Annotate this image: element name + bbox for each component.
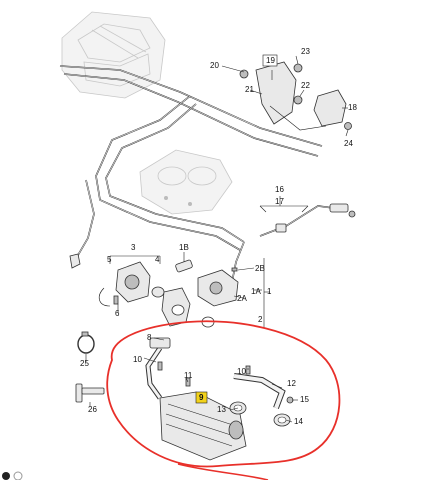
label-19-box: [262, 54, 278, 67]
label-8: 8: [147, 333, 152, 342]
label-2: 2: [258, 315, 263, 324]
label-10-right: 10: [237, 367, 246, 376]
label-11: 11: [184, 371, 193, 380]
label-2b: 2B: [255, 264, 265, 273]
label-10-left: 10: [133, 355, 142, 364]
label-23: 23: [301, 47, 310, 56]
label-21: 21: [245, 85, 254, 94]
intake-manifold: [139, 149, 233, 215]
egr-cooler-valve: [69, 253, 165, 307]
egr-actuator: [161, 259, 239, 328]
callout-labels: 20 19 23 21 22 18 24 16 17 3 5 4 1B 2B 1…: [80, 47, 357, 426]
label-18: 18: [348, 103, 357, 112]
heat-shield-strip: [75, 383, 105, 403]
markup-tail: [177, 463, 269, 480]
vacuum-connector-piece: [275, 203, 356, 233]
label-24: 24: [344, 139, 353, 148]
label-3: 3: [131, 243, 136, 252]
label-19: 19: [266, 56, 275, 65]
hose-clamp: [77, 331, 95, 354]
label-12: 12: [287, 379, 296, 388]
group-brackets: [109, 205, 309, 328]
label-17: 17: [275, 197, 284, 206]
label-16: 16: [275, 185, 284, 194]
label-15: 15: [300, 395, 309, 404]
label-25: 25: [80, 359, 89, 368]
label-1b: 1B: [179, 243, 189, 252]
egr-pipe: [145, 337, 191, 400]
label-9-highlight: [195, 391, 208, 404]
label-26: 26: [88, 405, 97, 414]
label-4: 4: [155, 255, 160, 264]
label-1: 1: [267, 287, 272, 296]
label-13: 13: [217, 405, 226, 414]
label-2a: 2A: [237, 294, 247, 303]
valve-bracket-assembly: [239, 61, 352, 131]
label-14: 14: [294, 417, 303, 426]
engine-block-outline: [61, 11, 166, 99]
markup-circle: [106, 320, 341, 468]
egr-cooler-body: [159, 391, 247, 461]
label-5: 5: [107, 255, 112, 264]
label-1a: 1A: [251, 287, 261, 296]
callout-leaders: [85, 55, 349, 423]
label-20: 20: [210, 61, 219, 70]
footer-glyphs: [2, 471, 23, 480]
label-6: 6: [115, 309, 120, 318]
label-9: 9: [199, 393, 204, 402]
label-22: 22: [301, 81, 310, 90]
